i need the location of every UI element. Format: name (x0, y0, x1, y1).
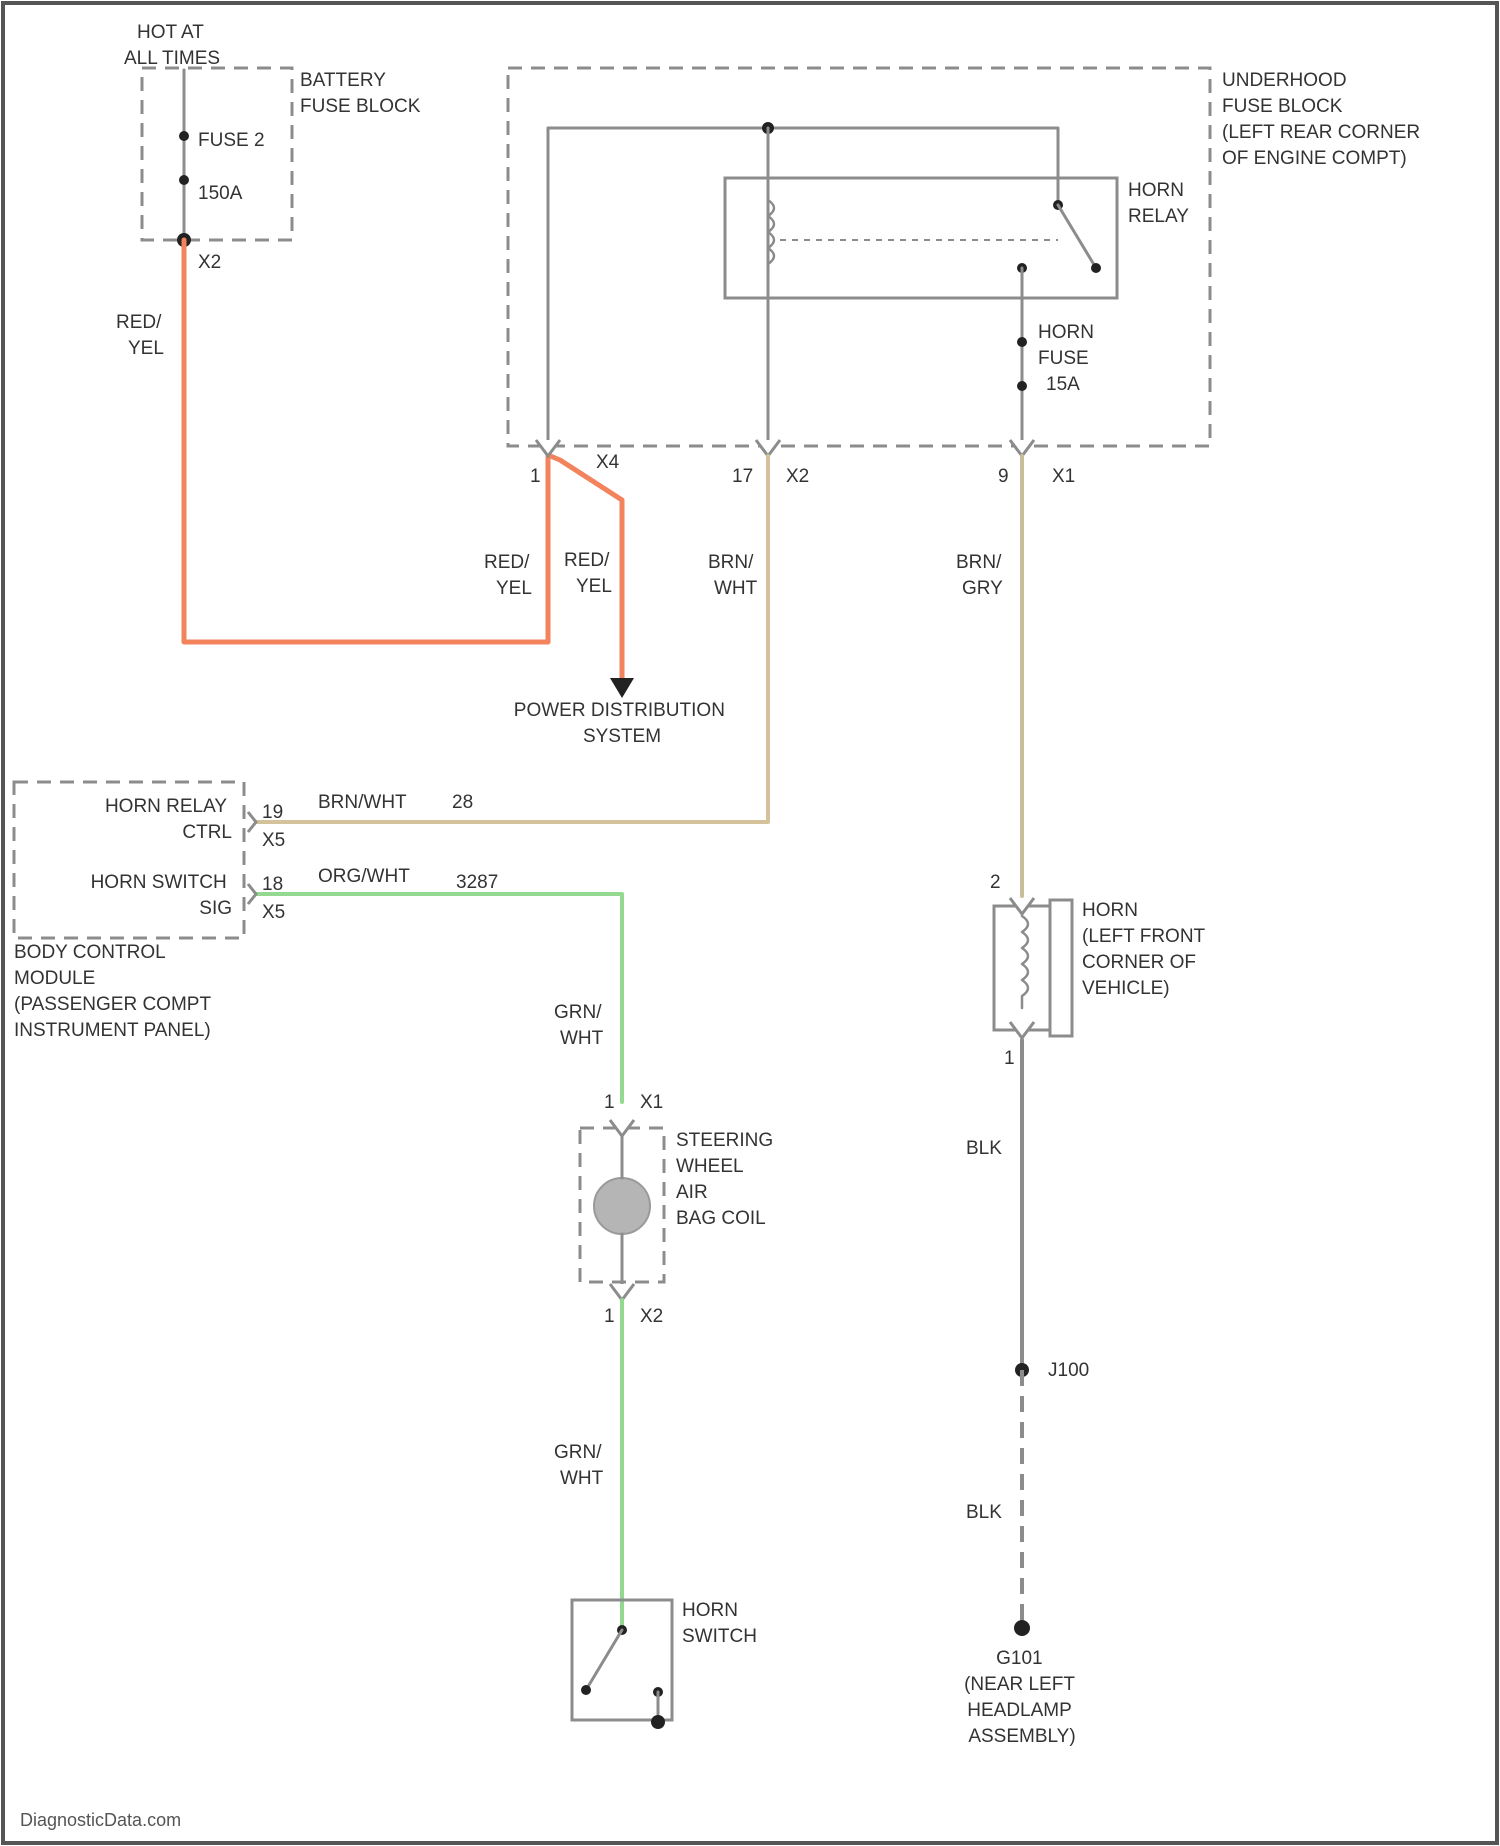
x1-underhood-label: X1 (1052, 466, 1075, 487)
brn-wht-circuit-label: BRN/WHT (318, 792, 407, 813)
horn-switch-ground-dot (651, 1715, 665, 1729)
fuse2-rating-label: 150A (198, 183, 243, 204)
all-times-label: ALL TIMES (124, 48, 220, 69)
air-bag-coil-icon (594, 1178, 650, 1234)
circuit-3287-label: 3287 (456, 872, 498, 893)
blk-label-2: BLK (966, 1502, 1002, 1523)
coil-pin-1b-label: 1 (604, 1306, 615, 1327)
watermark: DiagnosticData.com (20, 1810, 181, 1830)
blk-label-1: BLK (966, 1138, 1002, 1159)
org-wht-circuit-label: ORG/WHT (318, 866, 410, 887)
bcm-pin-19-label: 19 (262, 802, 283, 823)
bcm-pin-18-label: 18 (262, 874, 283, 895)
x2-underhood-label: X2 (786, 466, 809, 487)
circuit-28-label: 28 (452, 792, 473, 813)
pin-17-label: 17 (732, 466, 753, 487)
fuse2-label: FUSE 2 (198, 130, 265, 151)
pin-1-label: 1 (530, 466, 541, 487)
bcm-x5-label-a: X5 (262, 830, 285, 851)
coil-pin-1-label: 1 (604, 1092, 615, 1113)
coil-x2-label: X2 (640, 1306, 663, 1327)
pin-9-label: 9 (998, 466, 1009, 487)
j100-label: J100 (1048, 1360, 1089, 1381)
horn-pin-2-label: 2 (990, 872, 1001, 893)
ground-g101 (1014, 1620, 1030, 1636)
x2-battery-label: X2 (198, 252, 221, 273)
coil-x1-label: X1 (640, 1092, 663, 1113)
x4-label: X4 (596, 452, 620, 473)
page-frame (3, 3, 1497, 1843)
bcm-x5-label-b: X5 (262, 902, 285, 923)
hot-at-label: HOT AT (137, 22, 204, 43)
horn-pin-1-label: 1 (1004, 1048, 1015, 1069)
